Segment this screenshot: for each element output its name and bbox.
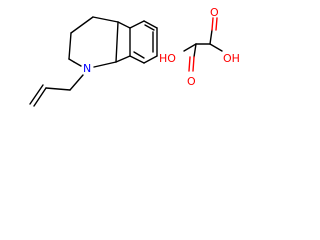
bond-ho-c	[183, 43, 197, 52]
bond-c5-n	[73, 61, 82, 67]
bond-c6-ar	[115, 55, 131, 63]
bond-ar-1	[129, 20, 145, 29]
bond-ch-ch2-a	[33, 87, 47, 107]
bond-c1-c6-bridge	[115, 21, 119, 63]
structure-svg: N HO OH O O	[29, 6, 240, 107]
bond-c1-c2	[92, 16, 119, 23]
carbonyl-oxygen-right-label: O	[210, 6, 219, 19]
bond-ar-double-1	[144, 24, 155, 31]
chemical-structure-figure: N HO OH O O	[29, 6, 240, 107]
nitrogen-atom-label: N	[83, 62, 91, 75]
bond-c2-c3	[70, 16, 94, 34]
hydroxyl-right-label: OH	[223, 52, 240, 65]
carbonyl-oxygen-left-label: O	[187, 75, 196, 88]
bond-c1-ar	[117, 21, 131, 29]
bond-ch2-ch	[45, 87, 71, 91]
bond-ar-4	[143, 55, 158, 64]
bond-c4-c5	[68, 58, 75, 63]
bond-c-o-left-b	[192, 56, 195, 72]
bond-c-o-right-c	[215, 17, 218, 31]
bond-c-o-right-b	[211, 17, 214, 31]
bond-ch-ch2-b	[29, 84, 44, 105]
bond-n-ch2	[69, 74, 84, 91]
bond-c-o-left-c	[188, 56, 191, 72]
bond-ar-2	[143, 20, 158, 29]
bond-ar-double-3	[133, 51, 145, 59]
bond-n-c6	[93, 61, 117, 68]
hydroxyl-left-label: HO	[159, 52, 176, 65]
amine-molecule: N	[29, 16, 158, 107]
bond-c-oh	[209, 43, 223, 52]
bond-c3-c4	[68, 32, 72, 60]
bond-c-o-left-a	[193, 43, 197, 58]
oxalic-acid-molecule: HO OH O O	[159, 6, 240, 88]
bond-ar-5	[129, 55, 145, 64]
bond-c-o-right-a	[209, 29, 213, 45]
